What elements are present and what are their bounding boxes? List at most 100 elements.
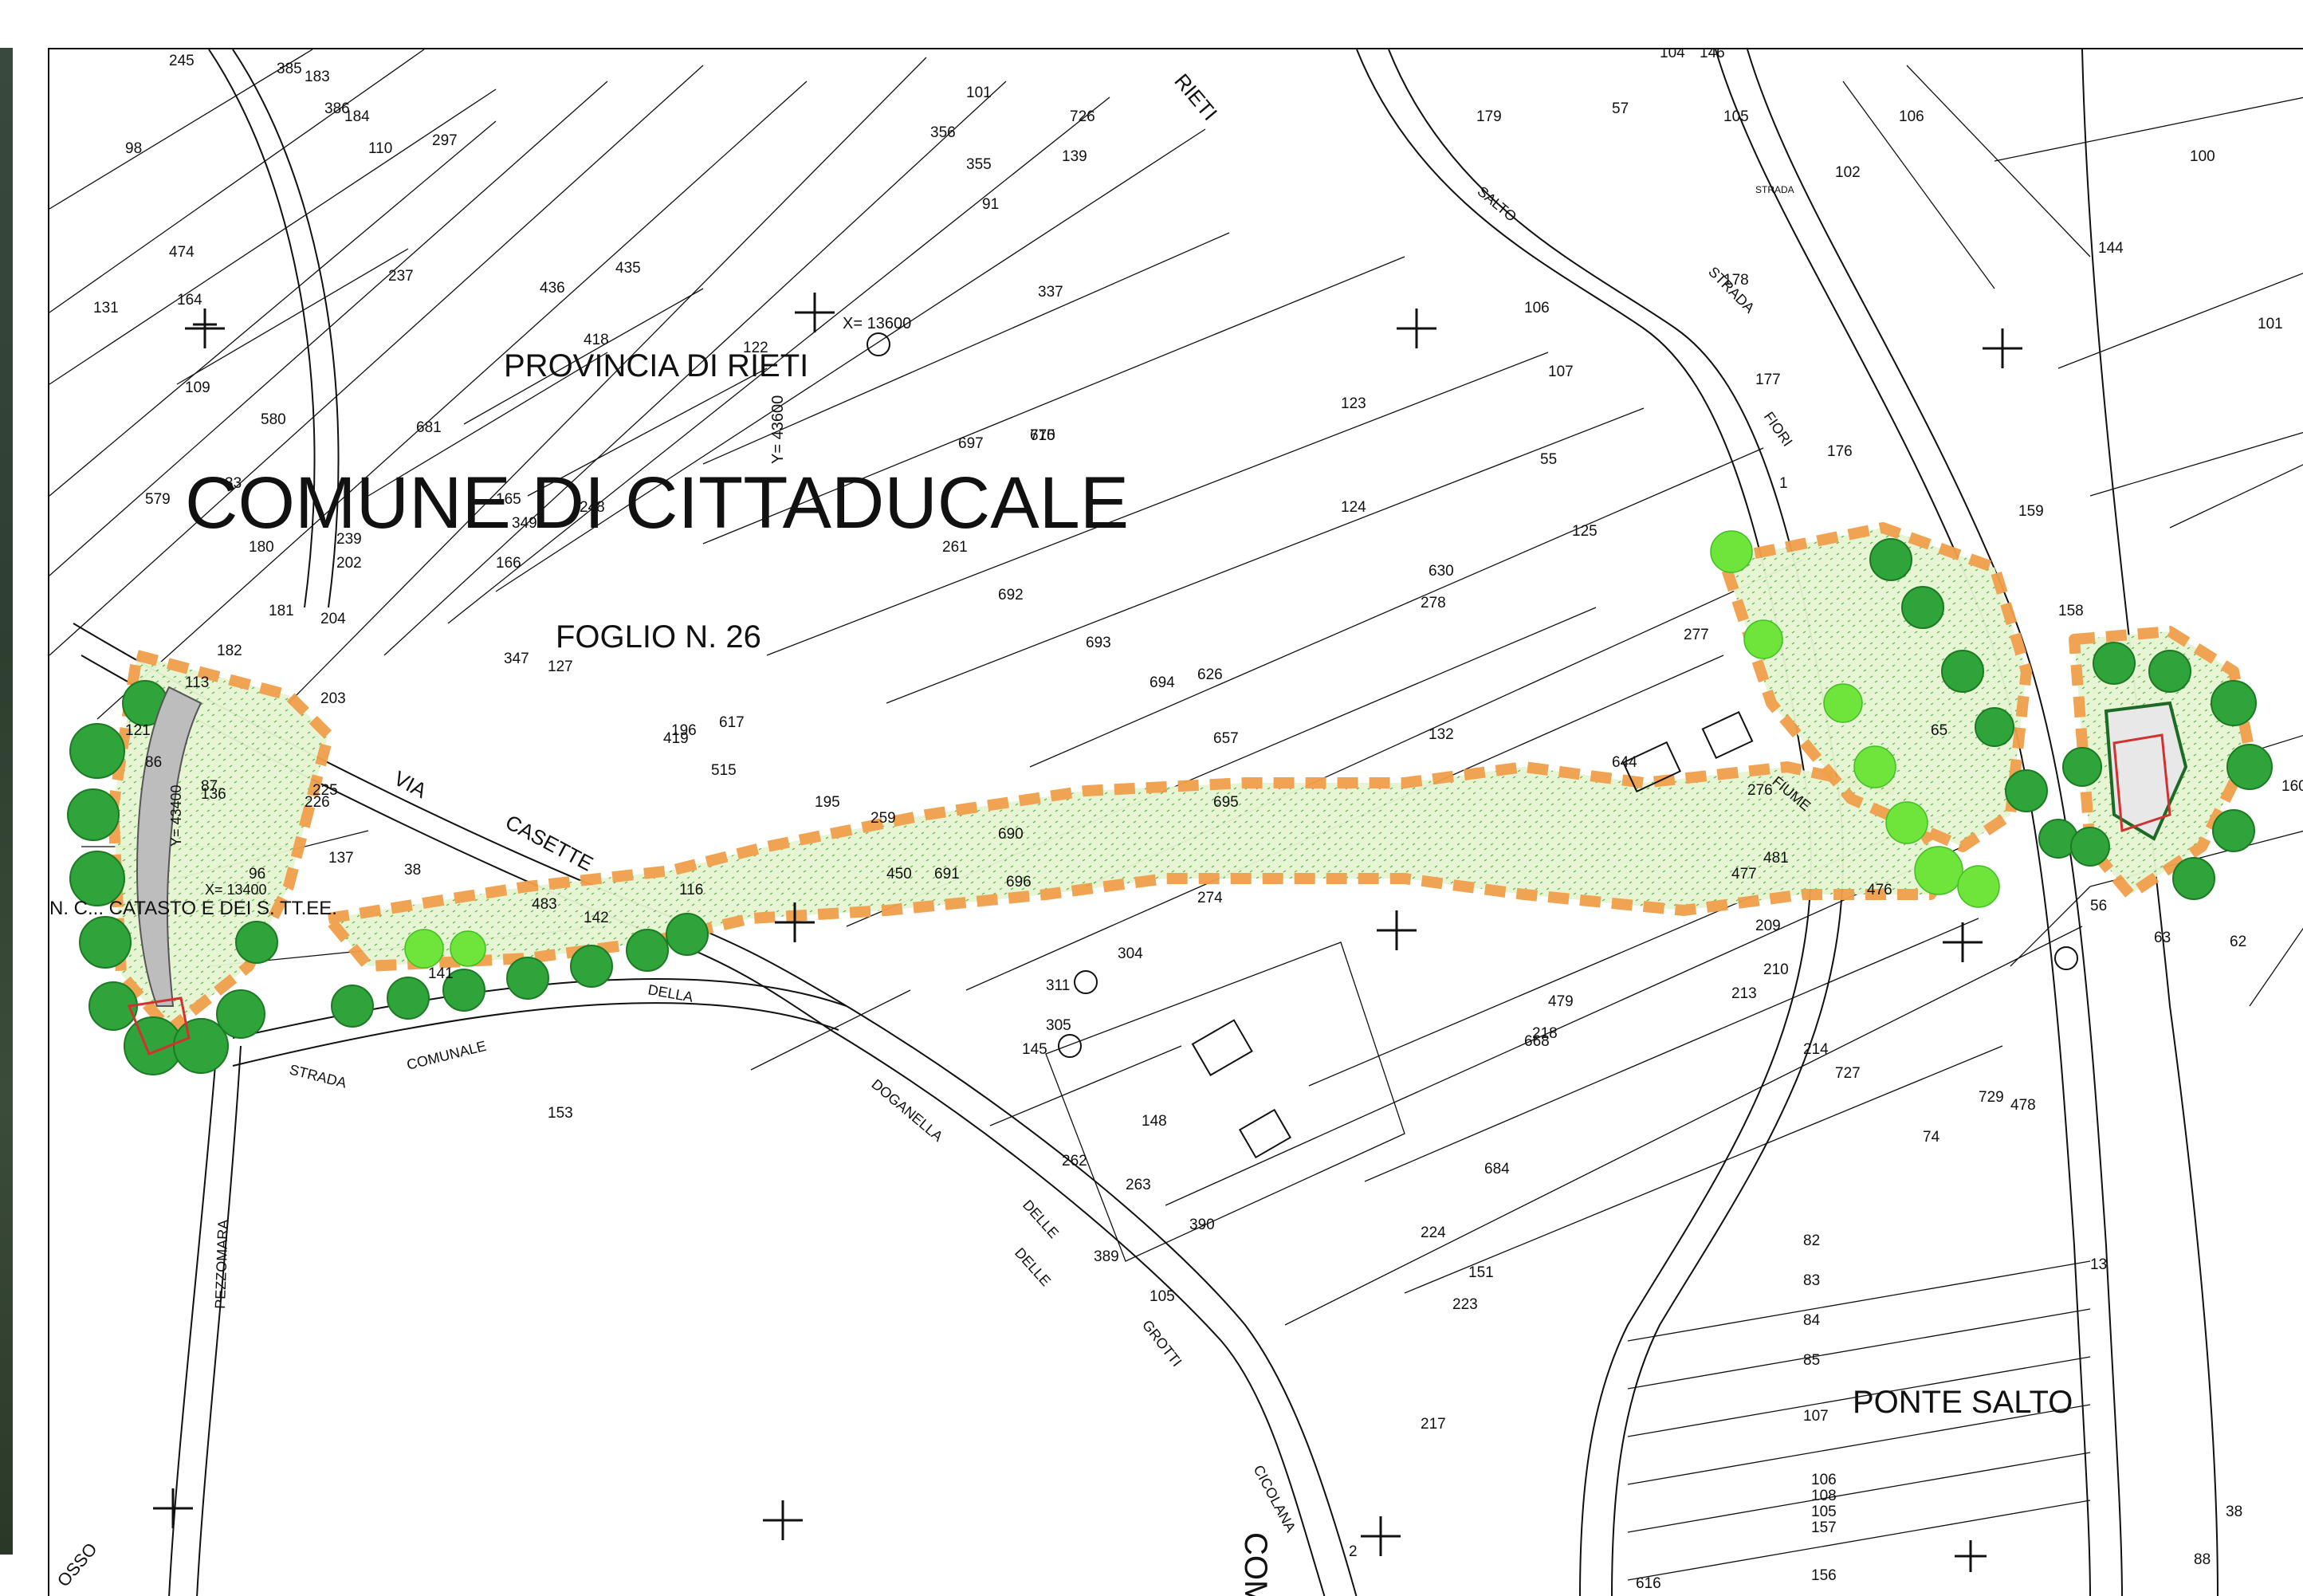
parcel-number: 86 xyxy=(145,754,162,771)
parcel-number: 106 xyxy=(1811,1472,1837,1488)
road-name: SALTO xyxy=(1474,183,1519,225)
road-name: VIA xyxy=(390,766,431,803)
parcel-number: 418 xyxy=(584,332,609,348)
parcel-number: 125 xyxy=(1572,523,1598,540)
parcel-number: 261 xyxy=(942,539,968,556)
parcel-number: 160 xyxy=(2281,778,2303,795)
survey-crosses xyxy=(153,293,2022,1572)
parcel-number: 450 xyxy=(886,866,912,883)
parcel-number: 223 xyxy=(1452,1296,1478,1313)
province-label: PROVINCIA DI RIETI xyxy=(504,348,808,383)
parcel-number: 693 xyxy=(1086,635,1111,651)
parcel-number: 668 xyxy=(1524,1033,1550,1050)
parcel-number: 657 xyxy=(1213,730,1239,747)
parcel-number: 180 xyxy=(249,539,274,556)
road-name: PEZZOMARA xyxy=(212,1219,231,1309)
cadastral-map-canvas[interactable]: COMUNE DI CITTADUCALE PROVINCIA DI RIETI… xyxy=(49,49,2303,1596)
parcel-number: 65 xyxy=(1931,722,1947,739)
parcel-number: 56 xyxy=(2090,898,2107,914)
road-name: OSSO xyxy=(53,1539,101,1590)
parcel-number: 515 xyxy=(711,762,737,779)
parcel-number: 57 xyxy=(1612,100,1629,117)
parcel-number: 478 xyxy=(2010,1097,2036,1114)
sheet-label: FOGLIO N. 26 xyxy=(556,619,761,655)
map-frame[interactable]: COMUNE DI CITTADUCALE PROVINCIA DI RIETI… xyxy=(48,48,2303,1596)
parcel-number: 142 xyxy=(584,910,609,926)
roads xyxy=(73,49,2219,1596)
parcel-number: 87 xyxy=(201,778,218,795)
parcel-number: 347 xyxy=(504,651,529,667)
parcel-number: 203 xyxy=(320,690,346,707)
parcel-number: 100 xyxy=(2190,148,2215,165)
parcel-number: 159 xyxy=(2018,503,2044,520)
boundary-label: N. C... CATASTO E DEI S. TT.EE. xyxy=(49,898,337,919)
parcel-number: 214 xyxy=(1803,1041,1829,1058)
road-name: DOGANELLA xyxy=(868,1076,945,1145)
commune-label: COMUNE DI CITTADUCALE xyxy=(185,462,1129,544)
parcel-number: 419 xyxy=(663,730,689,747)
parcel-number: 101 xyxy=(966,85,992,101)
parcel-number: 237 xyxy=(388,268,414,285)
parcel-number: 681 xyxy=(416,419,442,436)
parcel-number: 695 xyxy=(1213,794,1239,811)
road-name: FIORI xyxy=(1761,409,1796,450)
parcel-number: 386 xyxy=(324,100,350,117)
parcel-number: 209 xyxy=(1755,918,1781,934)
parcel-number: 277 xyxy=(1684,627,1709,643)
parcel-number: 105 xyxy=(1150,1288,1175,1305)
parcel-number: 176 xyxy=(1827,443,1853,460)
road-name: RIETI xyxy=(1169,69,1222,125)
parcel-number: 305 xyxy=(1046,1017,1071,1034)
parcel-number: 349 xyxy=(512,515,537,532)
parcel-number: 121 xyxy=(125,722,151,739)
parcel-number: 55 xyxy=(1540,451,1557,468)
road-name: DELLE xyxy=(1012,1244,1054,1289)
parcel-number: 248 xyxy=(580,499,605,516)
parcel-number: 132 xyxy=(1429,726,1454,743)
parcel-number: 435 xyxy=(615,260,641,277)
parcel-number: 13 xyxy=(2090,1256,2107,1273)
parcel-number: 262 xyxy=(1062,1153,1087,1169)
parcel-number: 166 xyxy=(496,555,521,572)
parcel-number: 477 xyxy=(1731,866,1757,883)
road-name: CASETTE xyxy=(501,810,597,876)
parcel-number: 182 xyxy=(217,643,242,659)
parcel-number: 204 xyxy=(320,611,346,627)
parcel-number: 165 xyxy=(496,491,521,508)
parcel-number: 107 xyxy=(1548,364,1574,380)
parcel-number: 670 xyxy=(1030,427,1055,444)
parcel-number: 137 xyxy=(328,850,354,867)
parcel-number: 148 xyxy=(1142,1113,1167,1130)
locality-label: PONTE SALTO xyxy=(1853,1385,2073,1420)
parcel-number: 218 xyxy=(1532,1025,1558,1042)
parcel-number: 88 xyxy=(2194,1551,2211,1568)
parcel-number: 224 xyxy=(1421,1225,1446,1241)
parcel-number: 226 xyxy=(305,794,330,811)
parcel-number: 213 xyxy=(1731,985,1757,1002)
parcel-number: 696 xyxy=(1006,874,1032,890)
parcel-number: 146 xyxy=(1700,49,1725,61)
parcel-number: 151 xyxy=(1468,1264,1494,1281)
parcel-number: 123 xyxy=(1341,395,1366,412)
parcel-number: 691 xyxy=(934,866,960,883)
parcel-number: 481 xyxy=(1763,850,1789,867)
parcel-number: 263 xyxy=(1126,1177,1151,1193)
parcel-number: 690 xyxy=(998,826,1024,843)
structures xyxy=(127,332,2188,1159)
parcel-number: 101 xyxy=(2258,316,2283,332)
satellite-imagery-strip xyxy=(0,48,13,1555)
parcel-number: 141 xyxy=(428,965,454,982)
parcel-number: 107 xyxy=(1803,1408,1829,1425)
parcel-number: 616 xyxy=(1636,1575,1661,1592)
parcel-number: 109 xyxy=(185,379,210,396)
parcel-number: 62 xyxy=(2230,934,2246,950)
coord-x2-label: X= 13400 xyxy=(205,882,267,898)
parcel-number: 580 xyxy=(261,411,286,428)
parcel-number: 245 xyxy=(169,53,195,69)
parcel-number: 337 xyxy=(1038,284,1063,301)
parcel-number: 98 xyxy=(125,140,142,157)
parcel-number: 311 xyxy=(1046,977,1070,994)
road-name: COMUNALE xyxy=(405,1038,488,1073)
parcel-number: 259 xyxy=(871,810,896,827)
